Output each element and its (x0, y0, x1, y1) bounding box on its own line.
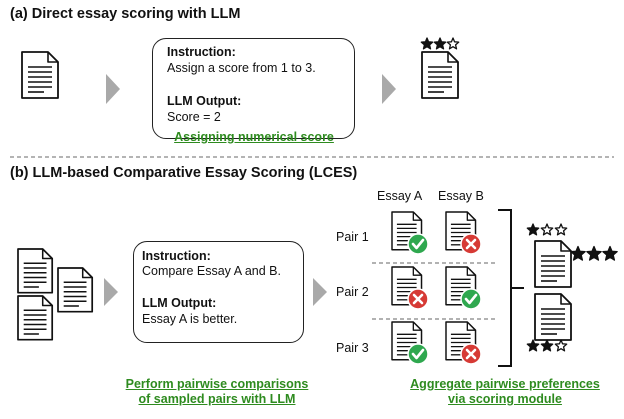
pair-1-essay-b-doc (445, 211, 482, 255)
instruction-box-b: Instruction: Compare Essay A and B. LLM … (133, 241, 304, 343)
pair-3-essay-a-doc (391, 321, 429, 365)
pair-1-essay-a-doc (391, 211, 429, 255)
score-a-star-filled-2-icon (433, 37, 447, 50)
result-3-star-empty-3-icon (554, 339, 568, 352)
section-a-title: (a) Direct essay scoring with LLM (10, 6, 241, 22)
output-text-b: Essay A is better. (142, 312, 238, 326)
essay-doc-input-a (21, 51, 59, 99)
result-2-star-filled-1-icon (570, 245, 586, 261)
instruction-heading-b: Instruction: (142, 249, 211, 263)
caption-a: Assigning numerical score (174, 130, 334, 144)
result-1-star-empty-3-icon (554, 223, 568, 236)
pair-1-essay-a-check-icon (407, 233, 429, 255)
result-1-star-filled-1-icon (526, 223, 540, 236)
output-text-a: Score = 2 (167, 110, 221, 124)
column-label-essay-b: Essay B (438, 189, 484, 203)
pair-2-essay-a-cross-icon (407, 288, 429, 310)
pair-3-essay-a-check-icon (407, 343, 429, 365)
essay-doc-scored-a (421, 51, 459, 99)
score-stars-a (420, 37, 460, 50)
output-heading-b: LLM Output: (142, 296, 217, 310)
pair-2-essay-b-check-icon (460, 288, 482, 310)
arrow-a2 (382, 74, 396, 104)
pair-1-essay-b-cross-icon (460, 233, 482, 255)
result-2-star-filled-2-icon (586, 245, 602, 261)
instruction-heading-a: Instruction: (167, 45, 236, 59)
result-3-star-filled-1-icon (526, 339, 540, 352)
caption-b-left-line1: Perform pairwise comparisons (125, 377, 309, 391)
pair-3-essay-b-cross-icon (460, 343, 482, 365)
pair-label-2: Pair 2 (336, 285, 369, 299)
pair-2-essay-b-doc (445, 266, 482, 310)
essay-doc-pool-2 (57, 267, 94, 313)
pair-2-essay-a-doc (391, 266, 429, 310)
essay-doc-pool-1 (17, 248, 54, 294)
essay-doc-pool-3 (17, 295, 54, 341)
instruction-text-b: Compare Essay A and B. (142, 264, 281, 278)
arrow-b2 (313, 278, 327, 306)
caption-b-left: Perform pairwise comparisons of sampled … (110, 377, 324, 407)
caption-b-right-line1: Aggregate pairwise preferences (410, 377, 600, 391)
caption-b-left-line2: of sampled pairs with LLM (138, 392, 296, 406)
score-a-star-empty-3-icon (446, 37, 460, 50)
instruction-box-a: Instruction: Assign a score from 1 to 3.… (152, 38, 355, 139)
result-3-star-filled-2-icon (540, 339, 554, 352)
output-heading-a: LLM Output: (167, 94, 242, 108)
instruction-text-a: Assign a score from 1 to 3. (167, 61, 316, 75)
pair-label-3: Pair 3 (336, 341, 369, 355)
aggregation-bracket (498, 209, 524, 367)
caption-b-right: Aggregate pairwise preferences via scori… (393, 377, 617, 407)
result-doc-2 (534, 293, 572, 341)
result-2-star-filled-3-icon (602, 245, 618, 261)
caption-b-right-line2: via scoring module (448, 392, 562, 406)
score-a-star-filled-1-icon (420, 37, 434, 50)
section-b-title: (b) LLM-based Comparative Essay Scoring … (10, 165, 358, 181)
arrow-a1 (106, 74, 120, 104)
result-1-star-empty-2-icon (540, 223, 554, 236)
pair-3-essay-b-doc (445, 321, 482, 365)
column-label-essay-a: Essay A (377, 189, 423, 203)
arrow-b1 (104, 278, 118, 306)
pair-label-1: Pair 1 (336, 230, 369, 244)
result-doc-1 (534, 240, 572, 288)
